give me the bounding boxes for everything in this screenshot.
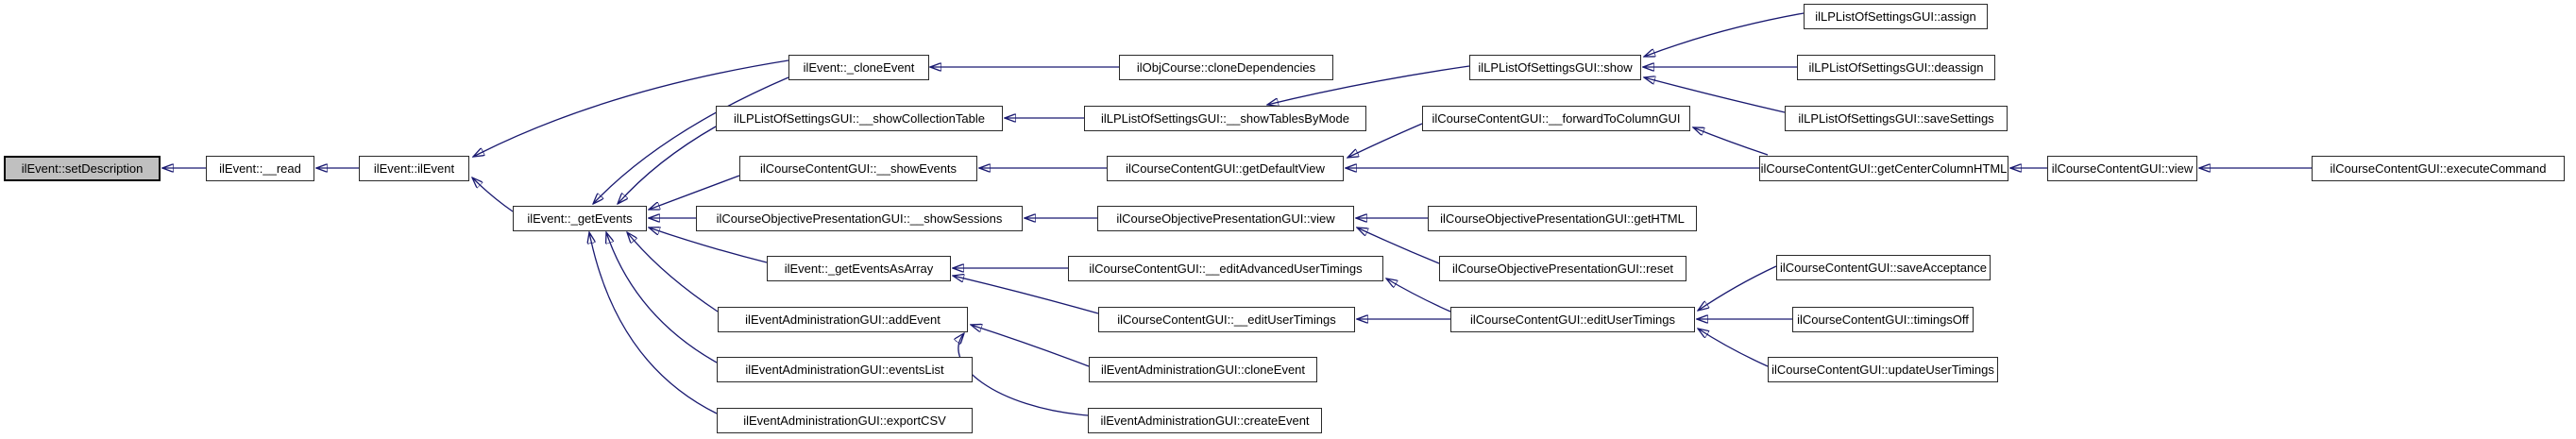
node-ilcourseobjectivepresentationgui-showsessions[interactable]: ilCourseObjectivePresentationGUI::__show… bbox=[696, 206, 1023, 231]
edge-saveacceptance-to-editusertimings bbox=[1698, 265, 1777, 311]
node-ilcoursecontentgui-editusertimings-private[interactable]: ilCourseContentGUI::__editUserTimings bbox=[1098, 307, 1355, 332]
node-ilcourseobjectivepresentationgui-reset[interactable]: ilCourseObjectivePresentationGUI::reset bbox=[1439, 256, 1686, 281]
node-ilcoursecontentgui-getcentercolumnhtml[interactable]: ilCourseContentGUI::getCenterColumnHTML bbox=[1759, 156, 2008, 181]
node-ilcoursecontentgui-editadvancedusertimings[interactable]: ilCourseContentGUI::__editAdvancedUserTi… bbox=[1068, 256, 1383, 281]
node-ilcoursecontentgui-saveacceptance[interactable]: ilCourseContentGUI::saveAcceptance bbox=[1776, 255, 1991, 280]
node-ileventadministrationgui-exportcsv[interactable]: ilEventAdministrationGUI::exportCSV bbox=[717, 408, 973, 433]
node-ileventadministrationgui-cloneevent[interactable]: ilEventAdministrationGUI::cloneEvent bbox=[1089, 357, 1317, 382]
edge-admincloneevent-to-addevent bbox=[971, 325, 1090, 367]
node-ilcoursecontentgui-getdefaultview[interactable]: ilCourseContentGUI::getDefaultView bbox=[1107, 156, 1344, 181]
edge-savesettings-to-show bbox=[1644, 77, 1786, 113]
node-ilcoursecontentgui-showevents[interactable]: ilCourseContentGUI::__showEvents bbox=[739, 156, 977, 181]
node-ilevent-ilevent[interactable]: ilEvent::ilEvent bbox=[359, 156, 469, 181]
node-ilevent-cloneevent[interactable]: ilEvent::_cloneEvent bbox=[788, 55, 929, 80]
edge-cloneevent-to-getevents bbox=[593, 76, 789, 204]
edge-eventslist-to-getevents bbox=[606, 232, 718, 363]
node-ileventadministrationgui-eventslist[interactable]: ilEventAdministrationGUI::eventsList bbox=[717, 357, 973, 382]
node-illplistofsettingsgui-assign[interactable]: ilLPListOfSettingsGUI::assign bbox=[1804, 4, 1988, 29]
node-ilevent-read[interactable]: ilEvent::__read bbox=[206, 156, 314, 181]
edge-createevent-to-addevent bbox=[958, 333, 1089, 416]
edge-addevent-to-getevents bbox=[627, 232, 719, 312]
node-ileventadministrationgui-addevent[interactable]: ilEventAdministrationGUI::addEvent bbox=[718, 307, 968, 332]
node-ilobjcourse-clonedependencies[interactable]: ilObjCourse::cloneDependencies bbox=[1119, 55, 1333, 80]
edge-exportcsv-to-getevents bbox=[589, 232, 718, 414]
node-ileventadministrationgui-createevent[interactable]: ilEventAdministrationGUI::createEvent bbox=[1088, 408, 1322, 433]
edge-getcentercolumnhtml-to-forwardtocolumngui bbox=[1693, 127, 1769, 156]
node-illplistofsettingsgui-show[interactable]: ilLPListOfSettingsGUI::show bbox=[1469, 55, 1641, 80]
node-ilcourseobjectivepresentationgui-view[interactable]: ilCourseObjectivePresentationGUI::view bbox=[1097, 206, 1354, 231]
edge-forwardtocolumngui-to-getdefaultview bbox=[1347, 123, 1423, 158]
edge-showcollectiontable-to-getevents bbox=[618, 126, 717, 204]
node-ilcoursecontentgui-forwardtocolumngui[interactable]: ilCourseContentGUI::__forwardToColumnGUI bbox=[1422, 106, 1690, 131]
node-illplistofsettingsgui-showtablesbymode[interactable]: ilLPListOfSettingsGUI::__showTablesByMod… bbox=[1084, 106, 1366, 131]
node-ilcoursecontentgui-editusertimings[interactable]: ilCourseContentGUI::editUserTimings bbox=[1450, 307, 1695, 332]
node-ilcoursecontentgui-updateusertimings[interactable]: ilCourseContentGUI::updateUserTimings bbox=[1768, 357, 1998, 382]
node-ilcoursecontentgui-view[interactable]: ilCourseContentGUI::view bbox=[2047, 156, 2197, 181]
edge-updateusertimings-to-editusertimings bbox=[1698, 329, 1769, 367]
node-ilevent-setdescription: ilEvent::setDescription bbox=[4, 156, 161, 181]
edge-editusertimings-to-editadvancedusertimings bbox=[1386, 279, 1451, 312]
node-illplistofsettingsgui-savesettings[interactable]: ilLPListOfSettingsGUI::saveSettings bbox=[1785, 106, 2008, 131]
edge-showevents-to-getevents bbox=[649, 175, 740, 210]
edge-getevents-to-ilevent bbox=[472, 177, 514, 212]
edge-assign-to-show bbox=[1644, 12, 1805, 57]
node-ilcoursecontentgui-executecommand[interactable]: ilCourseContentGUI::executeCommand bbox=[2312, 156, 2565, 181]
node-ilcourseobjectivepresentationgui-gethtml[interactable]: ilCourseObjectivePresentationGUI::getHTM… bbox=[1428, 206, 1697, 231]
edge-show-to-showtablesbymode bbox=[1267, 65, 1470, 105]
edge-cloneevent-to-ilevent bbox=[473, 59, 789, 157]
node-ilevent-getevents[interactable]: ilEvent::_getEvents bbox=[513, 206, 647, 231]
node-illplistofsettingsgui-deassign[interactable]: ilLPListOfSettingsGUI::deassign bbox=[1797, 55, 1995, 80]
node-ilcoursecontentgui-timingsoff[interactable]: ilCourseContentGUI::timingsOff bbox=[1792, 307, 1974, 332]
node-illplistofsettingsgui-showcollectiontable[interactable]: ilLPListOfSettingsGUI::__showCollectionT… bbox=[716, 106, 1003, 131]
edge-reset-to-objview bbox=[1357, 228, 1440, 264]
edge-editusertimingspriv-to-geteventsasarray bbox=[953, 276, 1099, 314]
node-ilevent-geteventsasarray[interactable]: ilEvent::_getEventsAsArray bbox=[767, 256, 951, 281]
edge-geteventsasarray-to-getevents bbox=[649, 228, 768, 263]
